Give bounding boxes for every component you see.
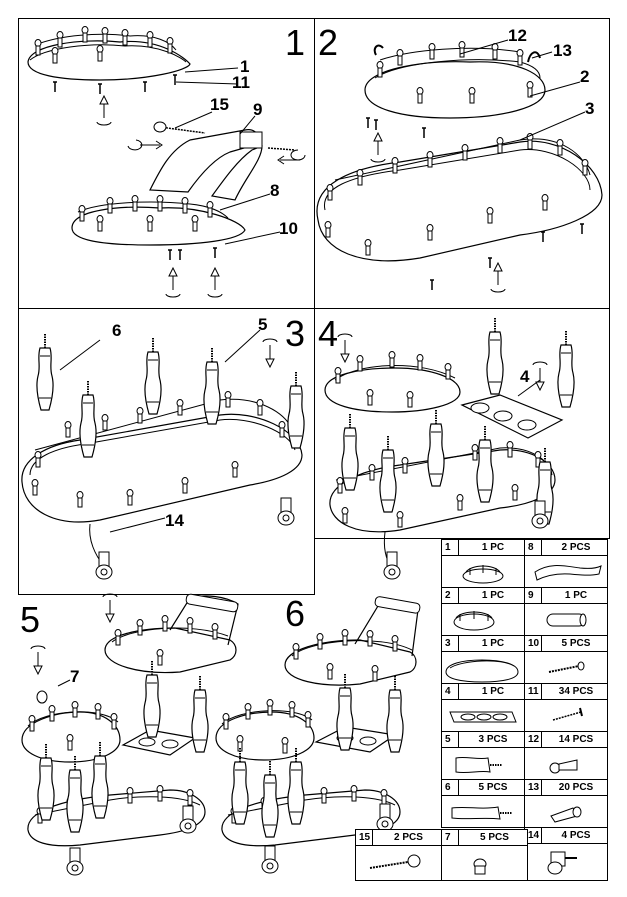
- callout-part-15: 15: [210, 95, 229, 114]
- step-number-6: 6: [285, 593, 306, 634]
- part-15-bolt-knob-icon: [369, 854, 421, 869]
- callout-part-6: 6: [112, 321, 122, 340]
- part-4-bottle-holder-icon: [449, 711, 517, 723]
- callout-part-1: 1: [240, 57, 250, 76]
- callout-part-4: 4: [520, 367, 530, 386]
- callout-part-9: 9: [253, 100, 263, 119]
- step1-handle: [127, 121, 306, 201]
- part-11-small-screw-icon: [552, 707, 583, 721]
- step1-leader-lines: [174, 67, 281, 245]
- callout-part-13: 13: [553, 41, 572, 60]
- part-6-long-leg-icon: [451, 806, 512, 820]
- step1-top-tray: [27, 26, 191, 126]
- callout-part-3: 3: [585, 99, 595, 118]
- part-8-handle-side-icon: [534, 565, 602, 581]
- step-number-2: 2: [318, 22, 339, 63]
- step3-leader-lines: [59, 329, 261, 533]
- step-number-1: 1: [285, 22, 306, 63]
- callout-part-10: 10: [279, 219, 298, 238]
- callout-part-5: 5: [258, 315, 268, 334]
- part-2-middle-tray-icon: [453, 611, 495, 631]
- part-10-long-screw-icon: [548, 661, 585, 673]
- step1-bottom-tray: [71, 195, 246, 298]
- part-3-base-tray-icon: [445, 659, 519, 683]
- step5-assembly: [21, 593, 239, 876]
- step-number-4: 4: [318, 313, 339, 354]
- callout-part-7: 7: [70, 667, 80, 686]
- part-1-top-tray-icon: [462, 565, 504, 584]
- callout-part-12: 12: [508, 26, 527, 45]
- part-5-short-leg-icon: [455, 756, 502, 774]
- part-7-knob-icon: [473, 858, 487, 875]
- callout-part-14: 14: [165, 511, 184, 530]
- callout-part-8: 8: [270, 181, 280, 200]
- step2-leader-lines: [459, 39, 586, 141]
- part-13-spindle-icon: [550, 806, 582, 823]
- step-number-5: 5: [20, 599, 41, 640]
- callout-part-2: 2: [580, 67, 590, 86]
- step-number-3: 3: [285, 313, 306, 354]
- part-14-caster-icon: [547, 851, 577, 875]
- step2-base-tray: [316, 133, 603, 293]
- step3-base-with-legs: [21, 333, 306, 580]
- part-12-finial-icon: [549, 759, 578, 774]
- step4-assembly: [324, 317, 576, 580]
- callout-part-11: 11: [232, 73, 250, 92]
- part-9-handle-bar-icon: [546, 613, 587, 627]
